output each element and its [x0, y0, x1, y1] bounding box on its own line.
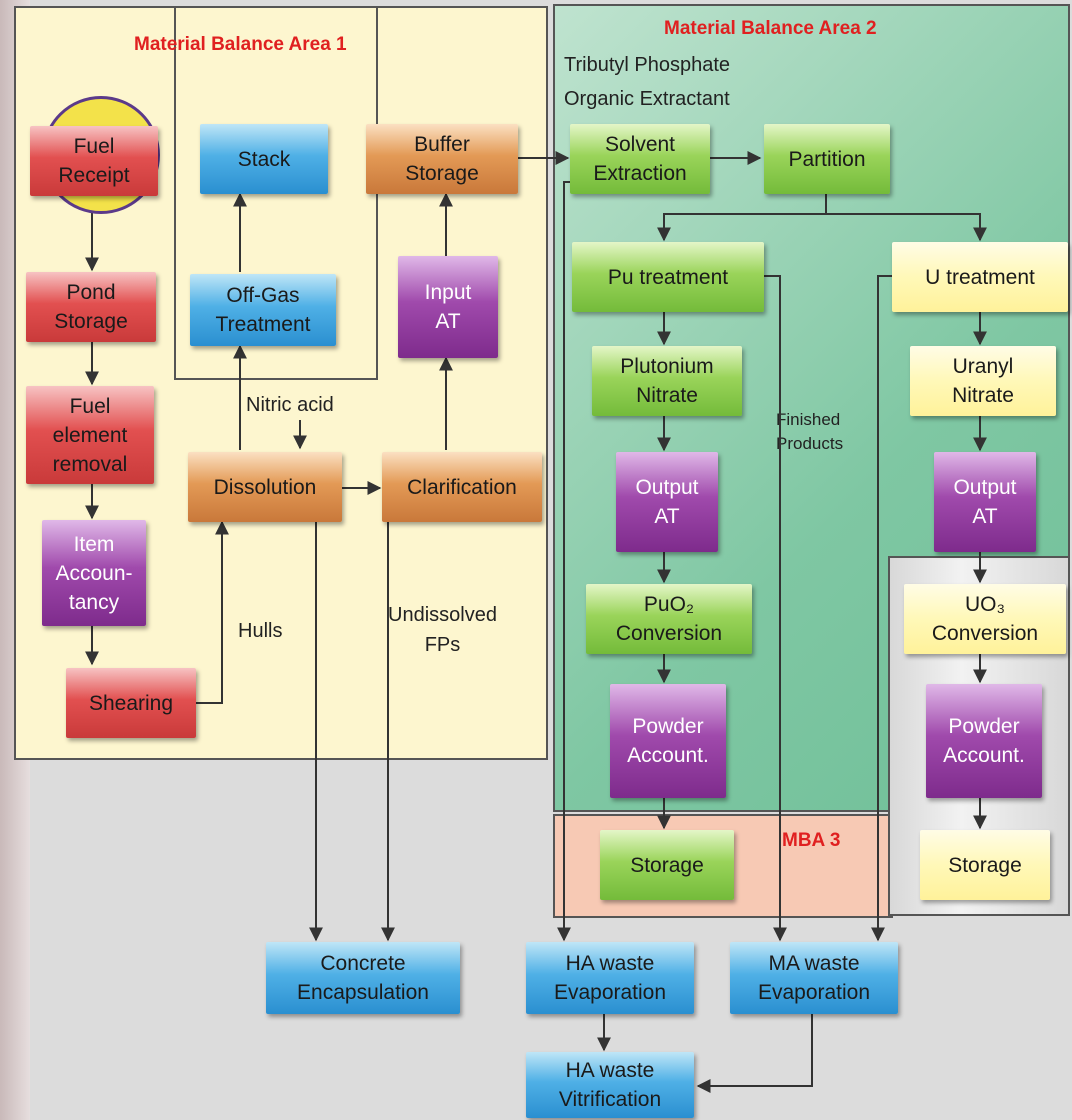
powder-account-pu-node: Powder Account. — [610, 684, 726, 798]
dissolution-node: Dissolution — [188, 452, 342, 522]
output-at-u-node: Output AT — [934, 452, 1036, 552]
tbp-note-line1: Tributyl Phosphate — [564, 54, 731, 76]
mba2-title: Material Balance Area 2 — [664, 18, 877, 39]
offgas-treatment-node: Off-Gas Treatment — [190, 274, 336, 346]
mba1-title: Material Balance Area 1 — [134, 34, 347, 55]
solvent-extraction-node: Solvent Extraction — [570, 124, 710, 194]
uo3-conversion-node: UO₃ Conversion — [904, 584, 1066, 654]
u-treatment-node: U treatment — [892, 242, 1068, 312]
fuel-receipt-node: Fuel Receipt — [30, 126, 158, 196]
pu-treatment-node: Pu treatment — [572, 242, 764, 312]
puo2-conversion-node: PuO₂ Conversion — [586, 584, 752, 654]
uranyl-nitrate-node: Uranyl Nitrate — [910, 346, 1056, 416]
fuel-element-removal-node: Fuel element removal — [26, 386, 154, 484]
finished-products-label: Finished Products — [776, 410, 844, 453]
output-at-pu-node: Output AT — [616, 452, 718, 552]
storage-pu-node: Storage — [600, 830, 734, 900]
ma-waste-evaporation-node: MA waste Evaporation — [730, 942, 898, 1014]
plutonium-nitrate-node: Plutonium Nitrate — [592, 346, 742, 416]
mba3-title: MBA 3 — [782, 830, 841, 851]
ha-waste-vitrification-node: HA waste Vitrification — [526, 1052, 694, 1118]
nitric-acid-label: Nitric acid — [246, 394, 334, 416]
partition-node: Partition — [764, 124, 890, 194]
tbp-note-line2: Organic Extractant — [564, 88, 730, 110]
undissolved-fps-label: Undissolved FPs — [388, 604, 497, 656]
item-accountancy-node: Item Accoun- tancy — [42, 520, 146, 626]
shearing-node: Shearing — [66, 668, 196, 738]
concrete-encapsulation-node: Concrete Encapsulation — [266, 942, 460, 1014]
pond-storage-node: Pond Storage — [26, 272, 156, 342]
powder-account-u-node: Powder Account. — [926, 684, 1042, 798]
input-at-node: Input AT — [398, 256, 498, 358]
stack-node: Stack — [200, 124, 328, 194]
ha-waste-evaporation-node: HA waste Evaporation — [526, 942, 694, 1014]
storage-u-node: Storage — [920, 830, 1050, 900]
hulls-label: Hulls — [238, 620, 283, 642]
buffer-storage-node: Buffer Storage — [366, 124, 518, 194]
clarification-node: Clarification — [382, 452, 542, 522]
